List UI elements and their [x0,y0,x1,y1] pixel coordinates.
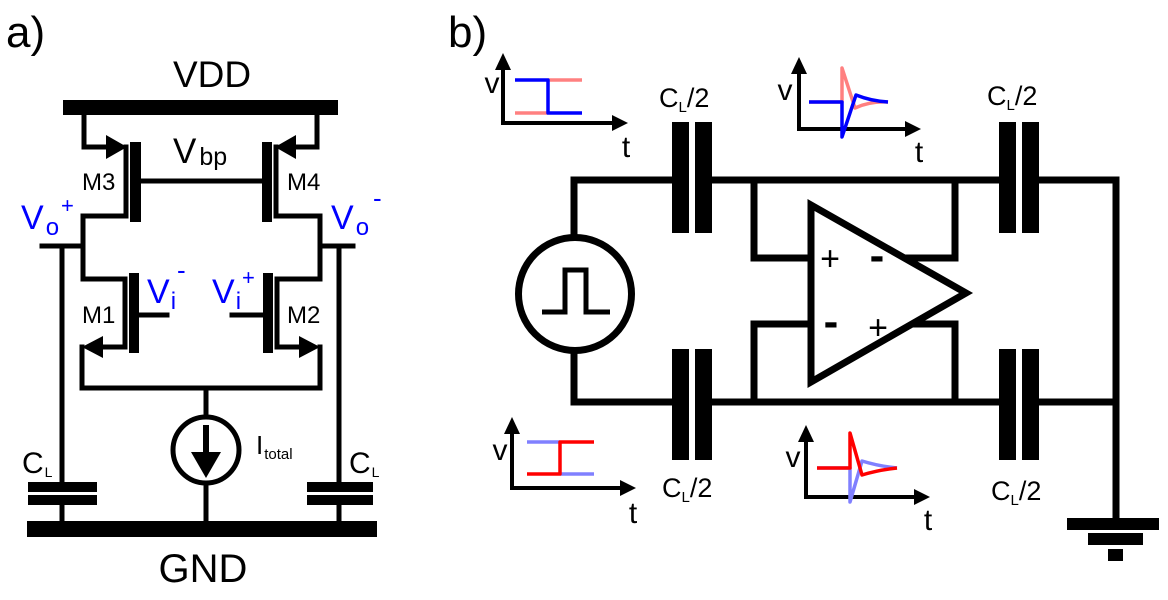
cap-plate [672,122,689,233]
m3-gate [130,142,141,222]
m3-label: M3 [82,169,115,196]
ground-bar-3 [1108,549,1123,561]
m4-gate [262,142,272,222]
cap-plate [1022,349,1039,460]
cl-left-label: CL [22,447,53,480]
pulse-waveform-icon [542,267,610,315]
opamp-sign-bottom-left: - [824,297,839,346]
gnd-label: GND [159,547,248,591]
panel-a-differential-pair: a) VDD [6,8,382,591]
vdd-rail [63,100,338,115]
inset-bottom-left-waveform: v t [493,417,638,530]
y-axis-arrow-icon [495,53,511,70]
cap-plate [999,349,1016,460]
itotal-label: Itotal [256,430,293,463]
faded-blue-trace [527,440,594,476]
inset-v-label: v [786,441,801,474]
current-arrow-head-icon [191,452,221,478]
inset-t-label: t [622,131,631,164]
cap-plate [999,122,1016,233]
cap-bottom-left [672,349,712,460]
m2-gate [263,273,273,353]
opamp-sign-bottom-right: + [868,309,888,347]
red-trace [527,440,594,476]
m2-source-arrow-icon [299,336,320,358]
red-trace [817,431,898,477]
x-axis-arrow-icon [612,115,628,131]
cap-bottom-right-label: CL/2 [991,476,1041,509]
vi-minus-label: Vi- [147,255,186,315]
panel-b-label: b) [448,8,487,57]
inset-t-label: t [924,504,933,537]
cl-right-label: CL [349,447,380,480]
x-axis-arrow-icon [905,121,921,137]
inset-top-left-waveform: v t [485,53,631,164]
cl-left-plate-top [28,482,97,492]
pulse-source-icon [515,234,635,354]
cap-plate [1022,122,1039,233]
cap-plate [695,122,712,233]
vo-minus-label: Vo- [331,183,382,241]
cl-left-plate-bottom [28,495,97,505]
blue-trace [809,93,889,139]
ground-bar-1 [1067,518,1159,530]
m4-label: M4 [287,169,320,196]
cl-right-plate-top [307,482,373,492]
y-axis-arrow-icon [798,425,814,442]
ground-bar-2 [1088,533,1143,545]
inset-bottom-middle-waveform: v t [786,425,933,537]
opamp-sign-top-left: + [820,240,840,278]
opamp-in-top-right-wire [876,176,959,262]
blue-trace [515,78,582,115]
vdd-label: VDD [173,54,251,95]
panel-b-test-setup: b) + - [448,8,1159,561]
cap-top-right [999,122,1039,233]
cap-bottom-right [999,349,1039,460]
m2-label: M2 [287,302,320,329]
cap-bottom-left-label: CL/2 [662,473,712,506]
source-top-wire [570,176,676,244]
right-branch-wire [273,144,323,350]
right-return-wire [1035,176,1120,523]
vi-plus-label: Vi+ [212,265,255,315]
ground-icon [1067,518,1159,561]
m1-source-arrow-icon [82,336,103,358]
cap-top-right-label: CL/2 [987,81,1037,114]
inset-t-label: t [915,136,924,169]
cap-plate [672,349,689,460]
cl-right-plate-bottom [307,495,373,505]
m1-gate [129,273,139,353]
y-axis-arrow-icon [504,417,520,434]
tail-node-wire [79,344,323,391]
inset-v-label: v [778,74,793,107]
m4-source-arrow-icon [275,135,296,159]
m1-label: M1 [82,302,115,329]
panel-a-label: a) [6,8,45,57]
cap-plate [695,349,712,460]
inset-v-label: v [493,434,508,467]
inset-v-label: v [485,67,500,100]
y-axis-arrow-icon [791,57,807,74]
x-axis-arrow-icon [620,480,636,496]
inset-top-middle-waveform: v t [778,57,924,169]
cap-top-left [672,122,712,233]
opamp-in-bottom-left-wire [750,320,819,406]
source-bottom-wire [570,346,676,406]
x-axis-arrow-icon [914,489,930,505]
m4-source-wire [291,109,320,150]
m3-source-arrow-icon [106,135,127,159]
opamp-sign-top-right: - [870,231,885,280]
left-branch-wire [80,144,129,350]
gnd-rail [27,521,377,537]
faded-red-trace [515,78,582,115]
opamp-triangle-icon [807,198,974,389]
vo-plus-label: Vo+ [21,193,74,241]
opamp-in-top-left-wire [750,176,819,262]
inset-t-label: t [629,497,638,530]
m3-source-wire [81,109,111,150]
cap-top-left-label: CL/2 [659,83,709,116]
